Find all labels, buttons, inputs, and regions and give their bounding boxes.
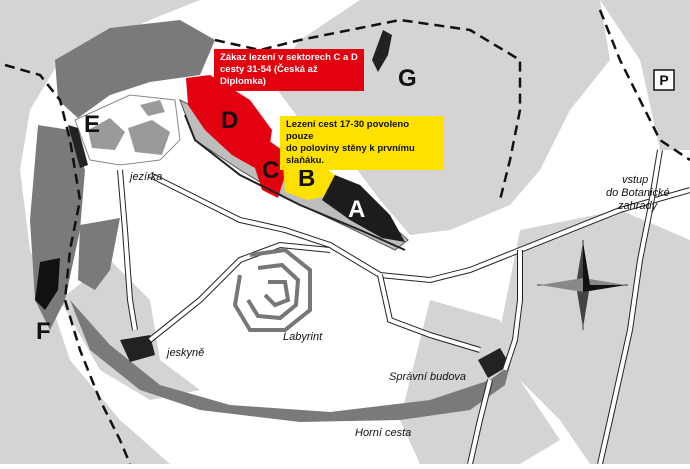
label-labyrint: Labyrint	[283, 331, 323, 343]
ponds-area	[74, 94, 181, 166]
sector-label-d: D	[221, 107, 238, 134]
label-vstup-line3: zahrady	[617, 200, 659, 212]
sector-a-area	[322, 175, 405, 242]
limit-notice-line1: Lezení cest 17-30 povoleno pouze	[286, 119, 410, 142]
parking-icon: P	[653, 69, 675, 91]
compass-rose-icon	[537, 240, 628, 330]
label-horni-cesta: Horní cesta	[355, 427, 411, 439]
limit-notice-line2: do poloviny stěny k prvnímu slaňáku.	[286, 143, 415, 166]
sector-label-f: F	[36, 318, 51, 345]
sector-c-area	[255, 140, 285, 198]
parking-letter: P	[659, 72, 668, 88]
labyrinth-icon	[232, 247, 312, 332]
sector-d-area	[186, 75, 272, 168]
climbing-limit-notice: Lezení cest 17-30 povoleno pouze do polo…	[280, 116, 444, 170]
label-vstup-line2: do Botanické	[606, 187, 670, 199]
label-jeskyne: jeskyně	[165, 347, 204, 359]
dashed-trails	[4, 9, 690, 465]
closure-notice-line2: cesty 31-54 (Česká až Diplomka)	[220, 64, 318, 87]
closure-notice: Zákaz lezení v sektorech C a D cesty 31-…	[214, 49, 364, 91]
sector-label-a: A	[348, 196, 365, 223]
sector-label-e: E	[84, 111, 100, 138]
paths	[117, 114, 690, 465]
label-spravni-budova: Správní budova	[389, 371, 466, 383]
closure-notice-line1: Zákaz lezení v sektorech C a D	[220, 52, 358, 63]
sector-label-g: G	[398, 65, 417, 92]
sector-label-b: B	[298, 165, 315, 192]
label-vstup-line1: vstup	[622, 174, 648, 186]
label-jezirka: jezírka	[128, 171, 162, 183]
rock-outcrops	[35, 30, 510, 378]
sector-label-c: C	[262, 157, 279, 184]
